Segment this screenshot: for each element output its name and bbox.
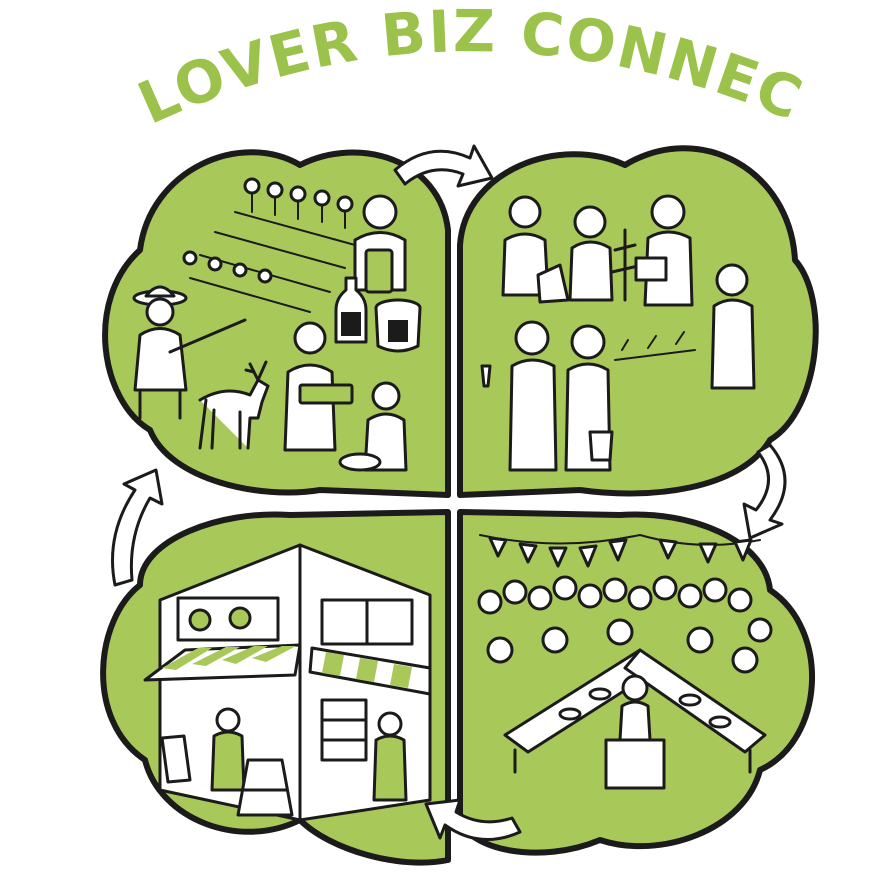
scene-community-tasting — [480, 194, 756, 472]
person-gardening-icon — [614, 263, 756, 390]
menu-board-icon — [160, 734, 294, 817]
person-with-bag-icon — [501, 195, 570, 304]
speaker-podium-icon — [604, 674, 666, 790]
scene-rural-production — [132, 177, 422, 472]
scene-networking-party — [477, 534, 773, 790]
arrow-right — [742, 443, 787, 540]
farmer-with-hat-icon — [132, 285, 247, 420]
arrow-bottom — [424, 798, 522, 842]
sake-bottle-icon — [334, 276, 368, 344]
arrow-left — [111, 468, 164, 587]
bunting-icon — [479, 534, 761, 568]
person-with-clipboard-icon — [634, 194, 694, 307]
deer-icon — [198, 360, 270, 450]
banquet-table-icon — [503, 648, 767, 774]
crop-field-icon — [182, 177, 356, 313]
sake-barrel-icon — [374, 298, 422, 353]
person-with-glass-icon — [480, 320, 614, 472]
title: CLOVER BIZ CONNECT — [0, 0, 813, 138]
shopkeeper-icon — [210, 698, 408, 802]
arrow-top — [393, 144, 494, 188]
sake-vendor-icon — [353, 194, 407, 294]
person-gardening-icon — [568, 205, 640, 302]
crowd-icon — [477, 575, 773, 674]
produce-tray-icon — [283, 321, 408, 472]
striped-awning-icon — [143, 643, 432, 696]
scene-retail-shop — [143, 543, 432, 822]
